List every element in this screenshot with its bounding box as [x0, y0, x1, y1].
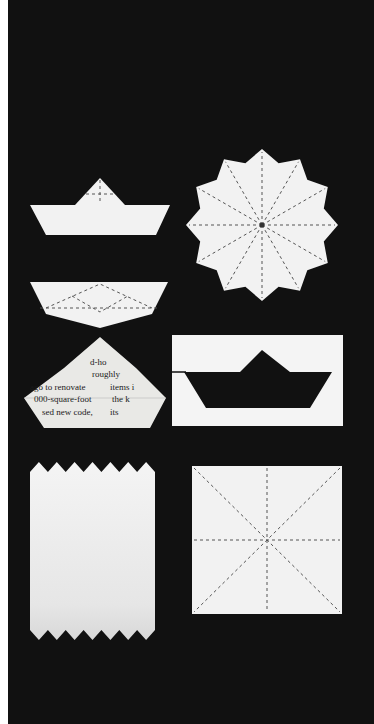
paper-boat — [30, 178, 170, 235]
newsprint-text: sed new code, — [42, 408, 93, 417]
fold-line — [189, 225, 262, 226]
star-outline — [186, 149, 338, 301]
newsprint-text: the k — [112, 395, 130, 404]
fold-line — [199, 225, 262, 262]
fold-line — [262, 152, 263, 225]
fold-line — [262, 189, 325, 226]
newspaper-boat — [24, 337, 166, 428]
newsprint-text: d-ho — [90, 358, 107, 367]
fold-line — [262, 225, 335, 226]
folded-square — [192, 466, 342, 614]
zigzag-strip — [30, 462, 155, 640]
fold-line — [226, 225, 263, 288]
fold-line — [262, 162, 299, 225]
center-dot — [260, 223, 265, 228]
fold-line — [199, 189, 262, 226]
fold-line — [262, 225, 299, 288]
fold-line — [262, 225, 325, 262]
newsprint-text: roughly — [92, 370, 120, 379]
boat-silhouette-card — [172, 335, 343, 426]
folded-star — [186, 149, 338, 301]
newsprint-text: items i — [110, 383, 134, 392]
strip-outline — [30, 462, 155, 640]
folded-hull — [30, 282, 168, 328]
newsprint-text: ago to renovate — [30, 383, 85, 392]
fold-line — [262, 225, 263, 298]
fold-line — [226, 162, 263, 225]
newsprint-text: its — [110, 408, 119, 417]
newsprint-text: 000-square-foot — [34, 395, 91, 404]
